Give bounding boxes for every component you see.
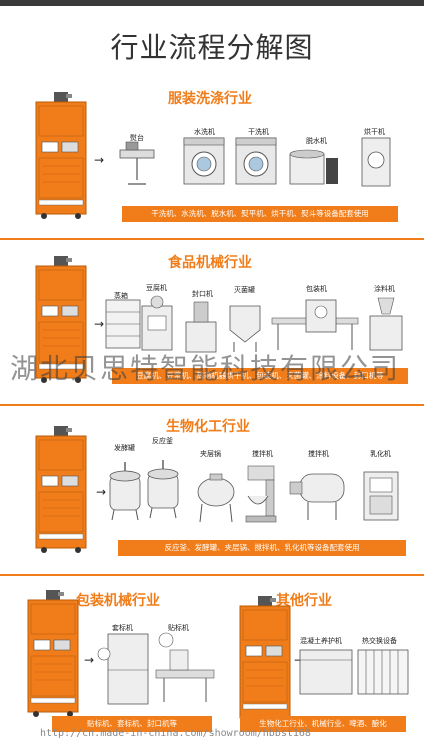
section-2-title: 食品机械行业 <box>168 255 252 271</box>
steam-generator-icon <box>27 589 79 718</box>
section-4-caption: 贴标机、套标机、封口机等 <box>52 716 212 732</box>
labeling-machine-icon <box>155 632 215 702</box>
company-watermark: 湖北贝思特智能科技有限公司 <box>10 352 401 385</box>
section-1-caption: 干洗机、水洗机、脱水机、熨平机、烘干机、熨斗等设备配套使用 <box>122 206 398 222</box>
machine-label: 贴标机 <box>168 624 189 632</box>
arrow-icon: → <box>84 653 95 667</box>
machine-label: 豆腐机 <box>146 284 167 292</box>
section-4-title: 包装机械行业 <box>76 593 160 609</box>
machine-label: 封口机 <box>192 290 213 298</box>
heat-exchanger-icon <box>357 649 409 695</box>
machine-label: 发酵罐 <box>114 444 135 452</box>
reactor-icon <box>147 459 179 519</box>
tumble-dryer-icon <box>361 137 391 187</box>
mixer-icon <box>245 465 277 523</box>
packaging-machine-icon <box>271 299 359 350</box>
machine-label: 反应釜 <box>152 437 173 445</box>
section-3-title: 生物化工行业 <box>166 419 250 435</box>
top-bar <box>0 0 424 6</box>
machine-label: 搅拌机 <box>252 450 273 458</box>
sealing-machine-icon <box>185 301 217 353</box>
steam-generator-icon <box>35 425 87 554</box>
steam-generator-icon <box>239 595 291 724</box>
page-title: 行业流程分解图 <box>110 31 314 64</box>
section-divider <box>0 238 424 240</box>
section-divider <box>0 404 424 406</box>
machine-label: 灭菌罐 <box>234 286 255 294</box>
arrow-icon: → <box>294 653 305 667</box>
machine-label: 套标机 <box>112 624 133 632</box>
horizontal-mixer-icon <box>289 473 345 520</box>
machine-label: 蒸箱 <box>114 292 128 300</box>
machine-label: 乳化机 <box>370 450 391 458</box>
arrow-icon: → <box>94 317 105 331</box>
dry-cleaner-icon <box>235 137 277 185</box>
section-5-title: 其他行业 <box>276 593 332 609</box>
water-washer-icon <box>183 137 225 185</box>
fermenter-icon <box>109 461 141 521</box>
machine-label: 搅拌机 <box>308 450 329 458</box>
section-3-caption: 反应釜、发酵罐、夹层锅、搅拌机、乳化机等设备配套使用 <box>118 540 406 556</box>
section-2-caption: 豆腐机、豆浆机、蒸箱机器烘干机、包装机、灭菌罐、涂料设备、封口机等 <box>112 368 408 384</box>
sleeve-labeling-machine-icon <box>97 633 149 705</box>
section-1-title: 服装洗涤行业 <box>168 91 252 107</box>
machine-label: 熨台 <box>130 134 144 142</box>
coating-machine-icon <box>369 297 403 351</box>
machine-label: 干洗机 <box>248 128 269 136</box>
machine-label: 热交换设备 <box>362 637 397 645</box>
machine-label: 脱水机 <box>306 137 327 145</box>
dehydrator-icon <box>289 149 338 185</box>
machine-label: 水洗机 <box>194 128 215 136</box>
emulsifier-icon <box>363 471 399 521</box>
sterilizer-icon <box>229 305 261 352</box>
ironing-table-icon <box>119 141 155 185</box>
machine-label: 夹层锅 <box>200 450 221 458</box>
arrow-icon: → <box>96 485 107 499</box>
section-5-caption: 生物化工行业、机械行业、啤酒、酿化 <box>240 716 406 732</box>
steamer-icon <box>105 299 141 349</box>
concrete-curing-machine-icon <box>299 649 353 695</box>
jacketed-kettle-icon <box>197 473 235 523</box>
machine-label: 混凝土养护机 <box>300 637 342 645</box>
machine-label: 涂料机 <box>374 285 395 293</box>
arrow-icon: → <box>94 153 105 167</box>
section-divider <box>0 574 424 576</box>
machine-label: 烘干机 <box>364 128 385 136</box>
tofu-machine-icon <box>141 295 173 351</box>
source-url-watermark: http://cn.made-in-china.com/showroom/hbb… <box>40 728 311 739</box>
machine-label: 包装机 <box>306 285 327 293</box>
steam-generator-icon <box>35 91 87 220</box>
